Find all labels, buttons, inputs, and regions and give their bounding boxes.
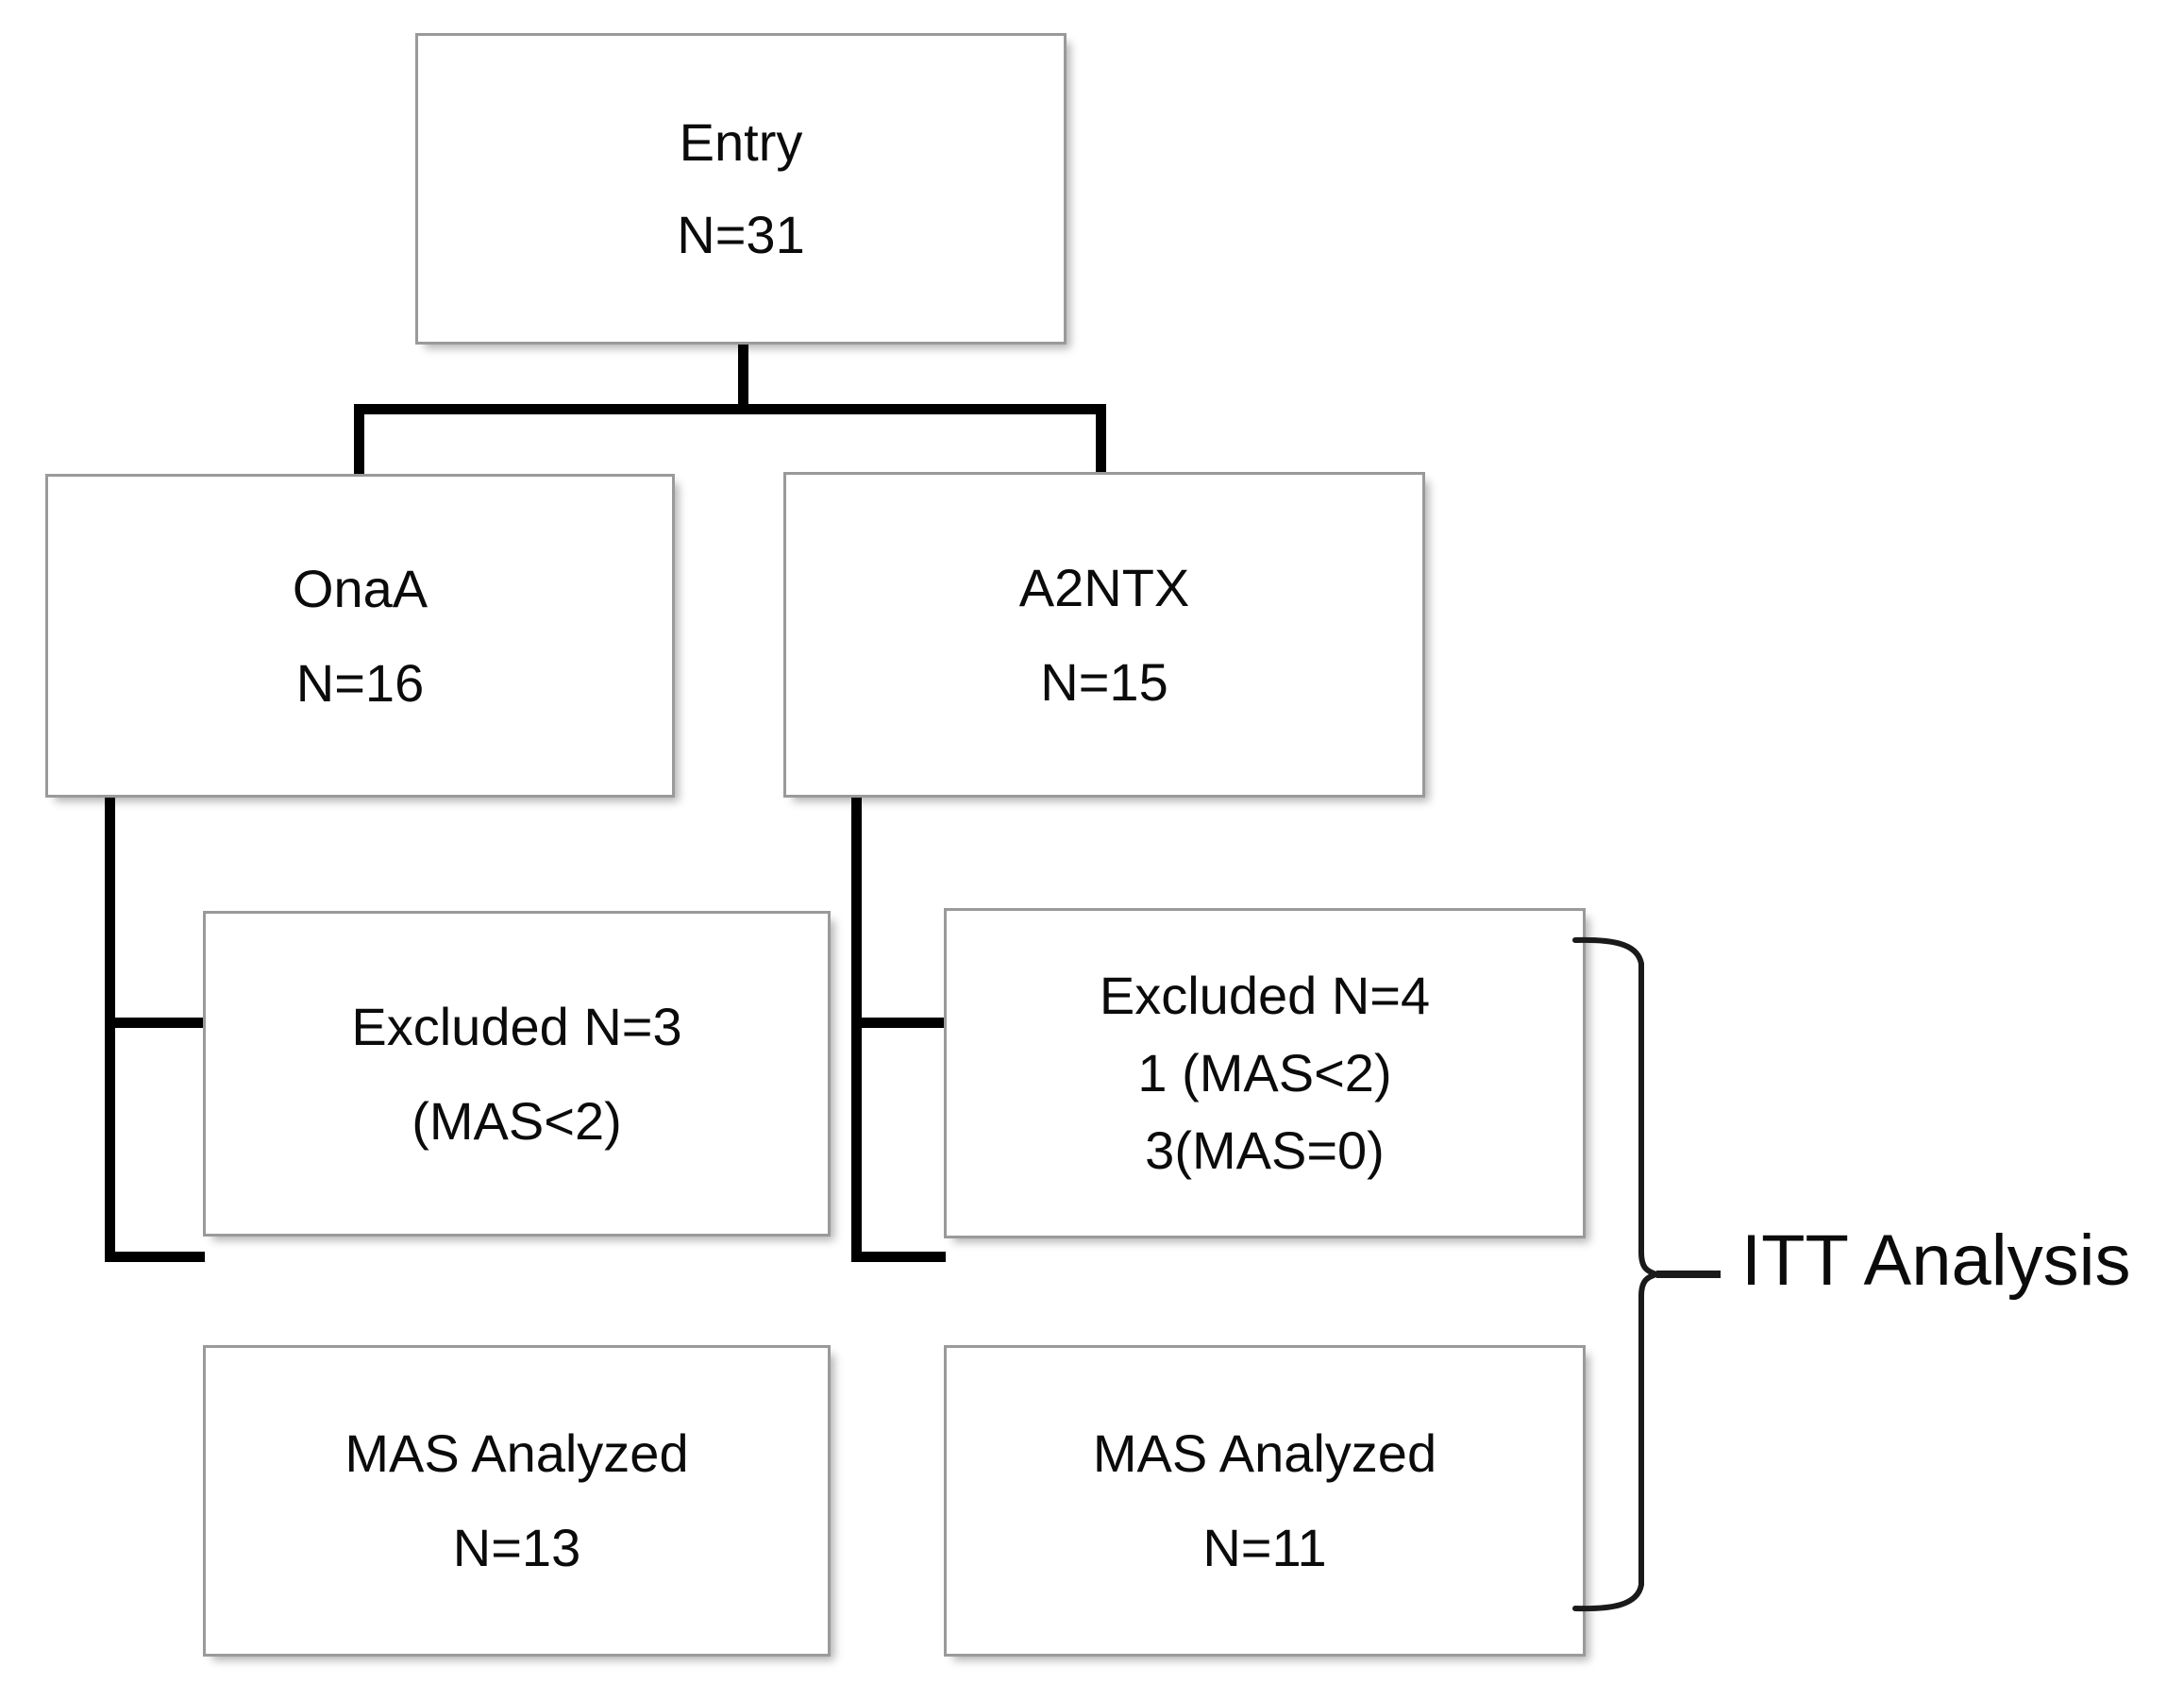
node-analyzed-a2ntx-label: MAS Analyzed [1092,1423,1437,1483]
node-excluded-onaa-count: Excluded N=3 [351,996,682,1056]
node-a2ntx[interactable]: A2NTX N=15 [783,472,1425,798]
node-a2ntx-count: N=15 [1040,651,1168,712]
connector-split-left-drop [354,404,364,476]
connector-a2ntx-spine [851,798,862,1262]
node-entry[interactable]: Entry N=31 [415,33,1067,345]
connector-a2ntx-to-excluded [851,1018,946,1028]
connector-onaa-to-excluded [105,1018,205,1028]
itt-analysis-label: ITT Analysis [1741,1220,2131,1301]
node-analyzed-onaa-count: N=13 [452,1518,581,1577]
node-a2ntx-label: A2NTX [1018,557,1190,617]
node-excluded-onaa-reason: (MAS<2) [412,1090,622,1151]
connector-split-right-drop [1096,404,1106,476]
connector-onaa-spine [105,798,115,1262]
node-analyzed-onaa-label: MAS Analyzed [344,1423,689,1483]
node-analyzed-onaa[interactable]: MAS Analyzed N=13 [203,1345,831,1657]
connector-entry-stem [738,345,748,412]
node-analyzed-a2ntx-count: N=11 [1202,1518,1327,1577]
node-entry-count: N=31 [677,205,805,264]
node-onaa[interactable]: OnaA N=16 [45,474,675,798]
node-onaa-count: N=16 [295,652,425,713]
node-entry-label: Entry [679,112,803,172]
node-onaa-label: OnaA [292,558,428,618]
node-excluded-a2ntx-reason2: 3(MAS=0) [1145,1120,1385,1180]
node-excluded-onaa[interactable]: Excluded N=3 (MAS<2) [203,911,831,1237]
node-excluded-a2ntx-reason1: 1 (MAS<2) [1137,1043,1392,1102]
itt-brace-icon [1572,936,1721,1612]
connector-onaa-to-analyzed [105,1252,205,1262]
node-excluded-a2ntx-count: Excluded N=4 [1099,966,1431,1025]
node-excluded-a2ntx[interactable]: Excluded N=4 1 (MAS<2) 3(MAS=0) [944,908,1586,1238]
connector-split-horizontal [354,404,1106,414]
node-analyzed-a2ntx[interactable]: MAS Analyzed N=11 [944,1345,1586,1657]
connector-a2ntx-to-analyzed [851,1252,946,1262]
